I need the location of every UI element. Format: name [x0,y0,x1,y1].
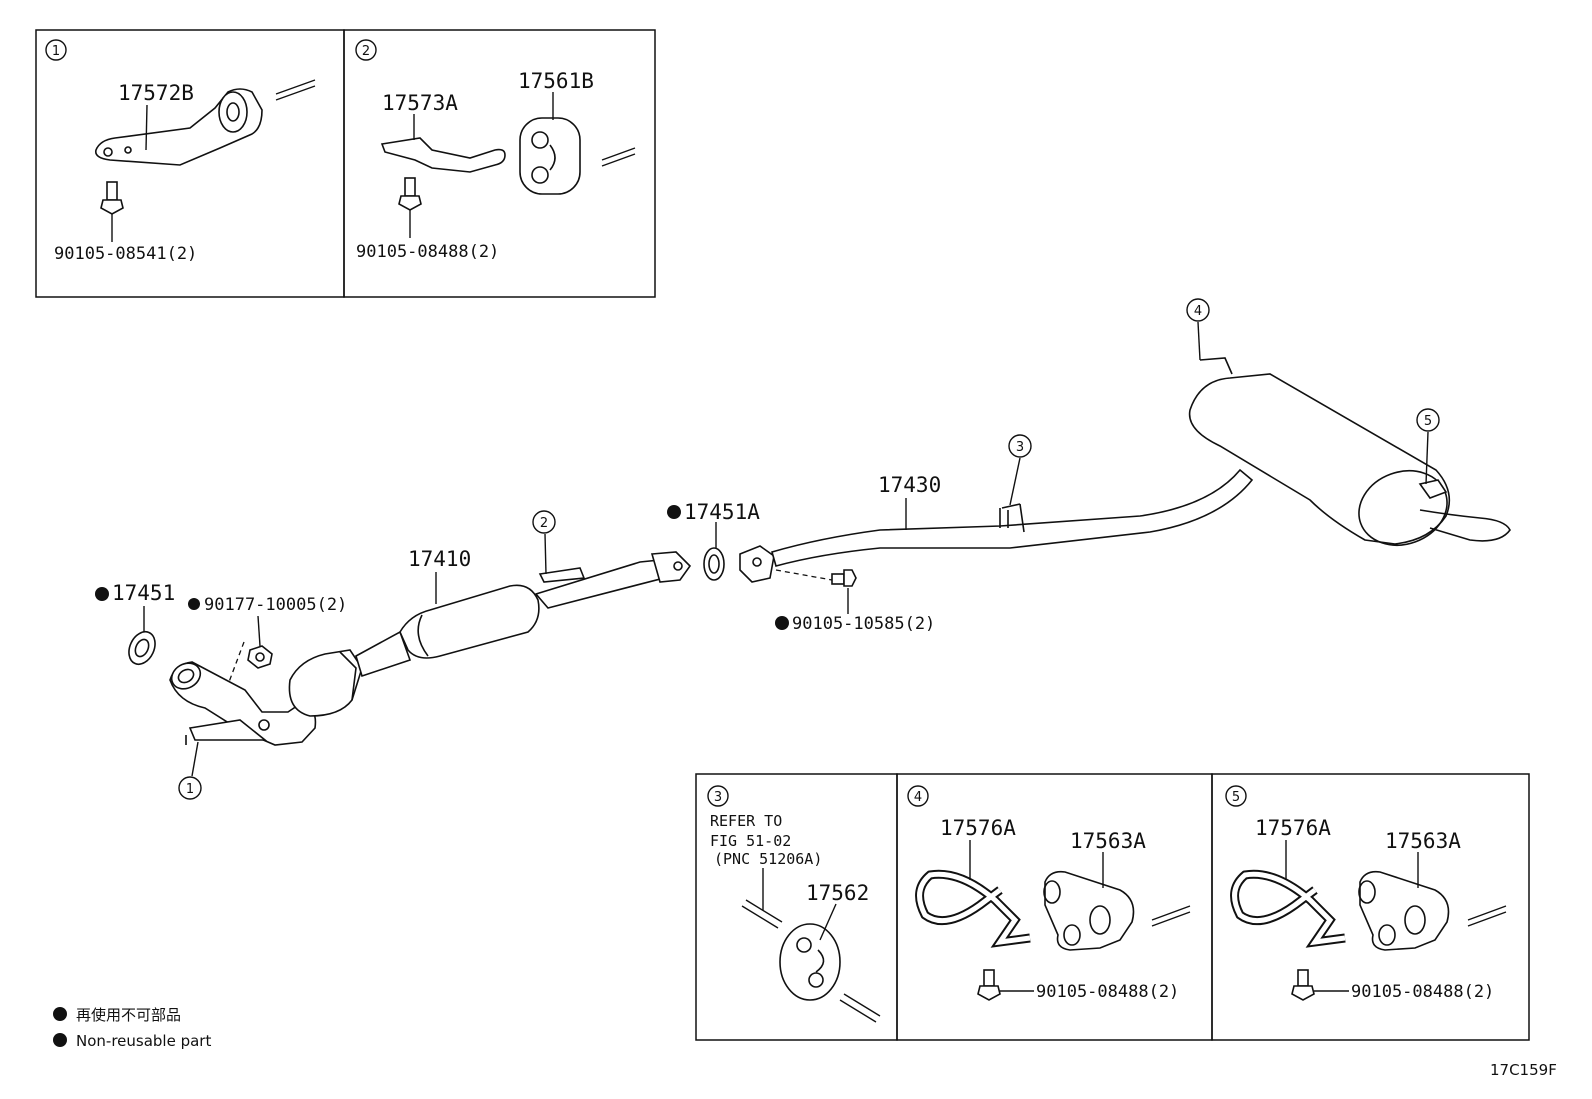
part-17576A-b: 17576A [1255,816,1331,840]
part-90105-08488-a: 90105-08488(2) [356,242,499,262]
nut-icon [247,645,273,669]
non-reusable-dot [188,598,200,610]
diagram-code: 17C159F [1490,1061,1557,1079]
tail-pipe-17430 [739,468,1254,583]
gasket-17451A [703,547,725,581]
gasket-17451 [128,630,156,666]
callout-5: 5 [1424,414,1432,429]
part-17562: 17562 [806,881,869,905]
bolt-icon [977,969,1001,1001]
non-reusable-dot [95,587,109,601]
callout-2: 2 [540,516,548,531]
inset-5-number: 5 [1232,790,1240,805]
part-17573A: 17573A [382,91,458,115]
non-reusable-dot [53,1033,67,1047]
hanger-rod-17576A [1230,869,1346,948]
rubber-hanger-17561B [519,117,581,195]
part-17451: 17451 [112,581,175,605]
center-pipe-17410 [399,551,692,659]
inset-1: 1 17572B 90105-08541(2) [35,29,345,298]
inset-3-number: 3 [714,790,722,805]
part-17563A-a: 17563A [1070,829,1146,853]
bolt-icon [1291,969,1315,1001]
inset-5: 5 17576A 17563A 90105-08488(2) [1211,773,1530,1041]
inset-2: 2 17573A 17561B 90105-08488(2) [343,29,656,298]
part-17561B: 17561B [518,69,594,93]
callout-1: 1 [186,782,194,797]
legend-en: Non-reusable part [76,1032,211,1050]
part-90105-10585: 90105-10585(2) [792,614,935,634]
part-17563A-b: 17563A [1385,829,1461,853]
legend: 再使用不可部品 Non-reusable part [53,1006,211,1050]
part-90105-08541: 90105-08541(2) [54,244,197,264]
part-90105-08488-c: 90105-08488(2) [1351,982,1494,1002]
bolt-icon [398,177,422,238]
part-17572B: 17572B [118,81,194,105]
non-reusable-dot [53,1007,67,1021]
part-90177-10005: 90177-10005(2) [204,595,347,615]
rubber-mount-17563A [1043,870,1135,951]
inset-3: 3 REFER TO FIG 51-02 (PNC 51206A) 17562 [695,773,898,1041]
part-17410: 17410 [408,547,471,571]
part-17576A-a: 17576A [940,816,1016,840]
note-pnc: (PNC 51206A) [714,850,822,868]
inset-4: 4 17576A 17563A 90105-08488(2) [896,773,1213,1041]
legend-ja: 再使用不可部品 [76,1006,181,1024]
catalytic-converter [288,630,412,717]
note-fig: FIG 51-02 [710,832,791,850]
callout-3: 3 [1016,440,1024,455]
note-refer-to: REFER TO [710,812,782,830]
front-pipe [169,661,317,746]
inset-1-number: 1 [52,44,60,59]
callout-4: 4 [1194,304,1202,319]
bolt-icon [831,569,857,587]
rear-muffler [1188,357,1511,546]
non-reusable-dot [775,616,789,630]
main-assembly: 17451 90177-10005(2) 1 [95,298,1511,800]
part-90105-08488-b: 90105-08488(2) [1036,982,1179,1002]
rubber-mount-17563A [1358,870,1450,951]
part-17430: 17430 [878,473,941,497]
hanger-rod-17576A [915,869,1031,948]
bolt-icon [100,181,124,242]
rubber-hanger-17562 [779,923,841,1001]
inset-2-number: 2 [362,44,370,59]
part-17451A: 17451A [684,500,760,524]
inset-4-number: 4 [914,790,922,805]
non-reusable-dot [667,505,681,519]
